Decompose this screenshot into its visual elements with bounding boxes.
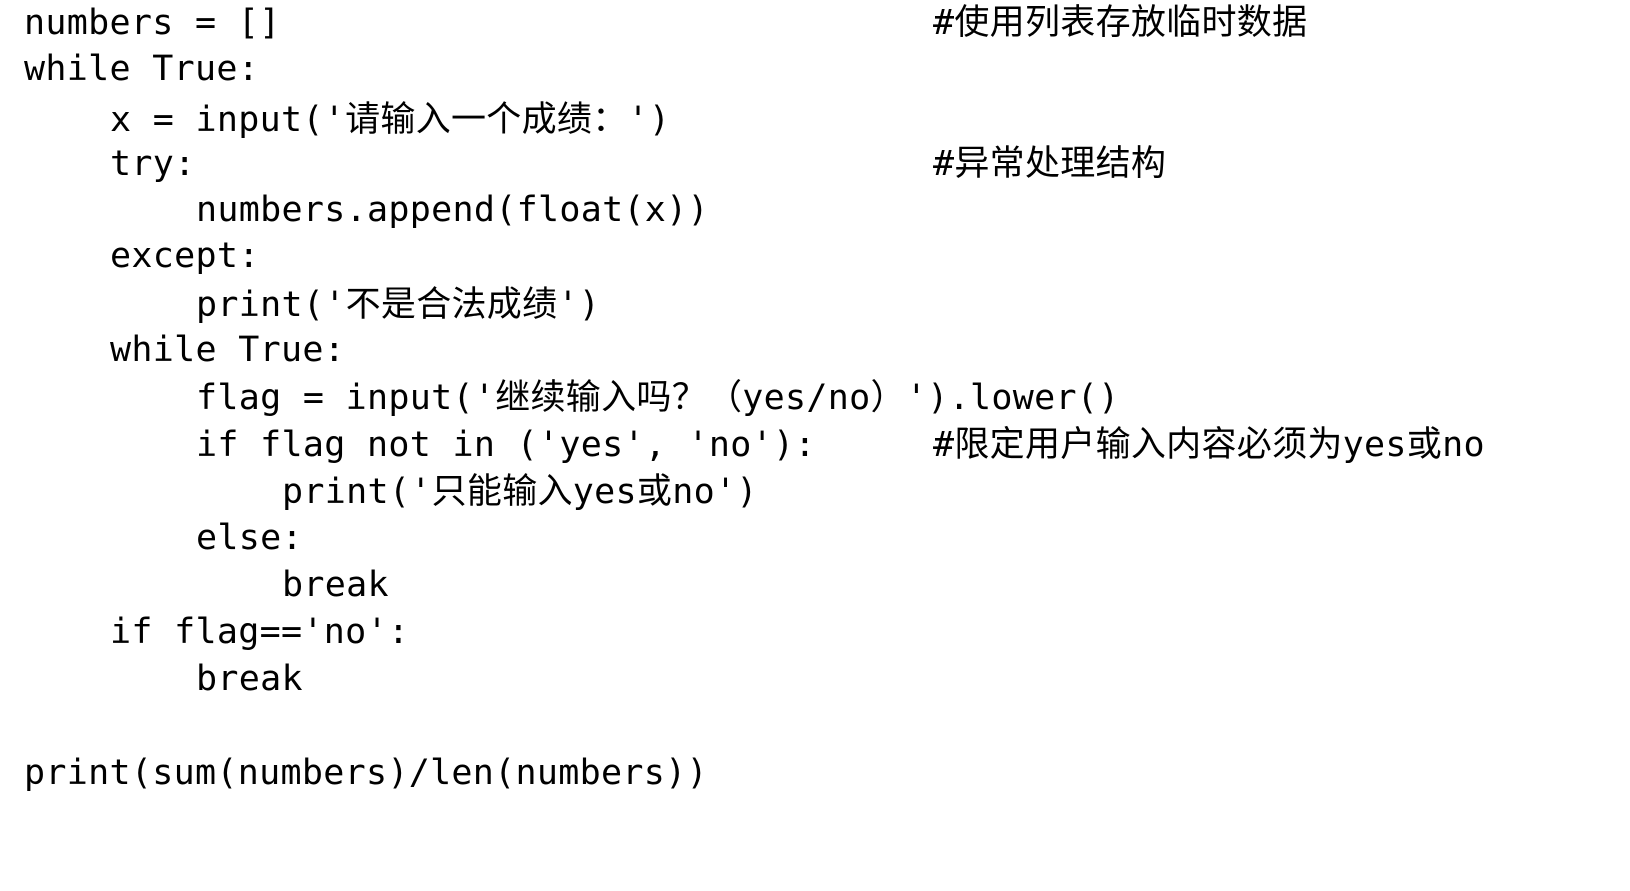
code-text: print('只能输入yes或no') [282,472,758,512]
code-text: break [282,565,389,605]
code-text: print(sum(numbers)/len(numbers)) [24,753,708,793]
code-text: while True: [110,330,346,370]
code-text: flag = input('继续输入吗？（yes/no）').lower() [196,378,1120,418]
code-line-7: print('不是合法成绩') [24,282,600,329]
code-comment: #使用列表存放临时数据 [933,3,1308,43]
code-line-1: numbers = [] #使用列表存放临时数据 [24,0,1307,47]
code-text: if flag=='no': [110,612,410,652]
code-line-12: else: [24,515,303,562]
code-text: if flag not in ('yes', 'no'): [196,425,816,465]
code-line-9: flag = input('继续输入吗？（yes/no）').lower() [24,375,1119,422]
code-line-5: numbers.append(float(x)) [24,187,709,234]
code-text: else: [196,518,303,558]
code-text: numbers = [] [24,3,281,43]
code-text: while True: [24,49,260,89]
code-line-17: print(sum(numbers)/len(numbers)) [24,750,708,797]
code-text: print('不是合法成绩') [196,285,601,325]
code-line-8: while True: [24,327,345,374]
code-text: except: [110,236,260,276]
code-text: x = input('请输入一个成绩：') [110,100,671,140]
code-text: numbers.append(float(x)) [196,190,709,230]
code-line-3: x = input('请输入一个成绩：') [24,97,670,144]
code-line-11: print('只能输入yes或no') [24,469,757,516]
code-line-15: break [24,656,303,703]
code-line-10: if flag not in ('yes', 'no'): #限定用户输入内容必… [24,422,1485,469]
code-line-6: except: [24,233,259,280]
code-comment: #异常处理结构 [933,144,1167,184]
code-line-14: if flag=='no': [24,609,409,656]
code-text: break [196,659,303,699]
code-comment: #限定用户输入内容必须为yes或no [933,425,1485,465]
code-line-2: while True: [24,46,259,93]
code-line-4: try: #异常处理结构 [24,141,1166,188]
code-line-13: break [24,562,389,609]
code-text: try: [110,144,196,184]
